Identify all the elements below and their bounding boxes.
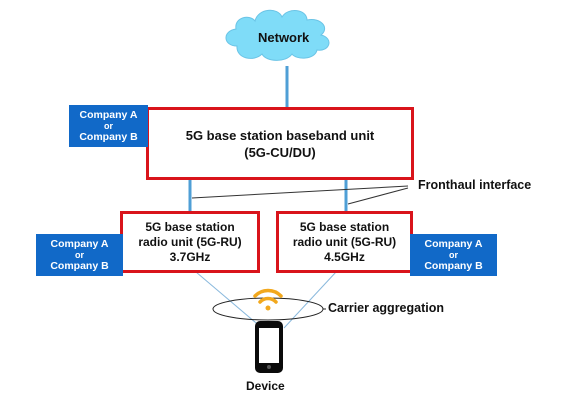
company-tag-left-line2: Company B bbox=[50, 260, 109, 272]
fronthaul-pointer-right bbox=[347, 187, 409, 205]
company-tag-left-line1: Company A bbox=[50, 238, 109, 250]
ru-right-line3: 4.5GHz bbox=[324, 249, 365, 264]
company-tag-left: Company A or Company B bbox=[36, 234, 123, 276]
company-tag-right-line2: Company B bbox=[424, 260, 483, 272]
company-tag-left-or: or bbox=[75, 250, 84, 260]
network-label: Network bbox=[258, 30, 310, 45]
company-tag-top: Company A or Company B bbox=[69, 105, 148, 147]
fronthaul-label: Fronthaul interface bbox=[418, 178, 532, 192]
ru-left-line1: 5G base station bbox=[145, 219, 235, 234]
device-label: Device bbox=[246, 379, 285, 393]
fronthaul-pointer-left bbox=[191, 185, 409, 199]
ru-left-line3: 3.7GHz bbox=[169, 249, 211, 264]
carrier-aggregation-label: Carrier aggregation bbox=[328, 301, 445, 315]
ru-left-line2: radio unit (5G-RU) bbox=[138, 234, 242, 249]
radio-unit-right-box: 5G base station radio unit (5G-RU) 4.5GH… bbox=[276, 211, 413, 273]
radio-line-right bbox=[283, 271, 337, 329]
baseband-line2: (5G-CU/DU) bbox=[244, 144, 316, 160]
company-tag-top-line2: Company B bbox=[79, 131, 138, 143]
company-tag-right: Company A or Company B bbox=[410, 234, 497, 276]
company-tag-right-or: or bbox=[449, 250, 458, 260]
radio-unit-left-box: 5G base station radio unit (5G-RU) 3.7GH… bbox=[120, 211, 260, 273]
company-tag-top-line1: Company A bbox=[79, 109, 138, 121]
smartphone-icon bbox=[255, 321, 283, 373]
baseband-line1: 5G base station baseband unit bbox=[185, 127, 375, 143]
radio-line-left bbox=[195, 271, 263, 329]
ru-right-line1: 5G base station bbox=[299, 219, 390, 234]
ru-right-line2: radio unit (5G-RU) bbox=[292, 234, 397, 249]
company-tag-top-or: or bbox=[104, 121, 113, 131]
cloud-icon bbox=[225, 9, 330, 61]
wifi-icon bbox=[253, 288, 283, 311]
company-tag-right-line1: Company A bbox=[424, 238, 483, 250]
baseband-unit-box: 5G base station baseband unit (5G-CU/DU) bbox=[146, 107, 414, 180]
